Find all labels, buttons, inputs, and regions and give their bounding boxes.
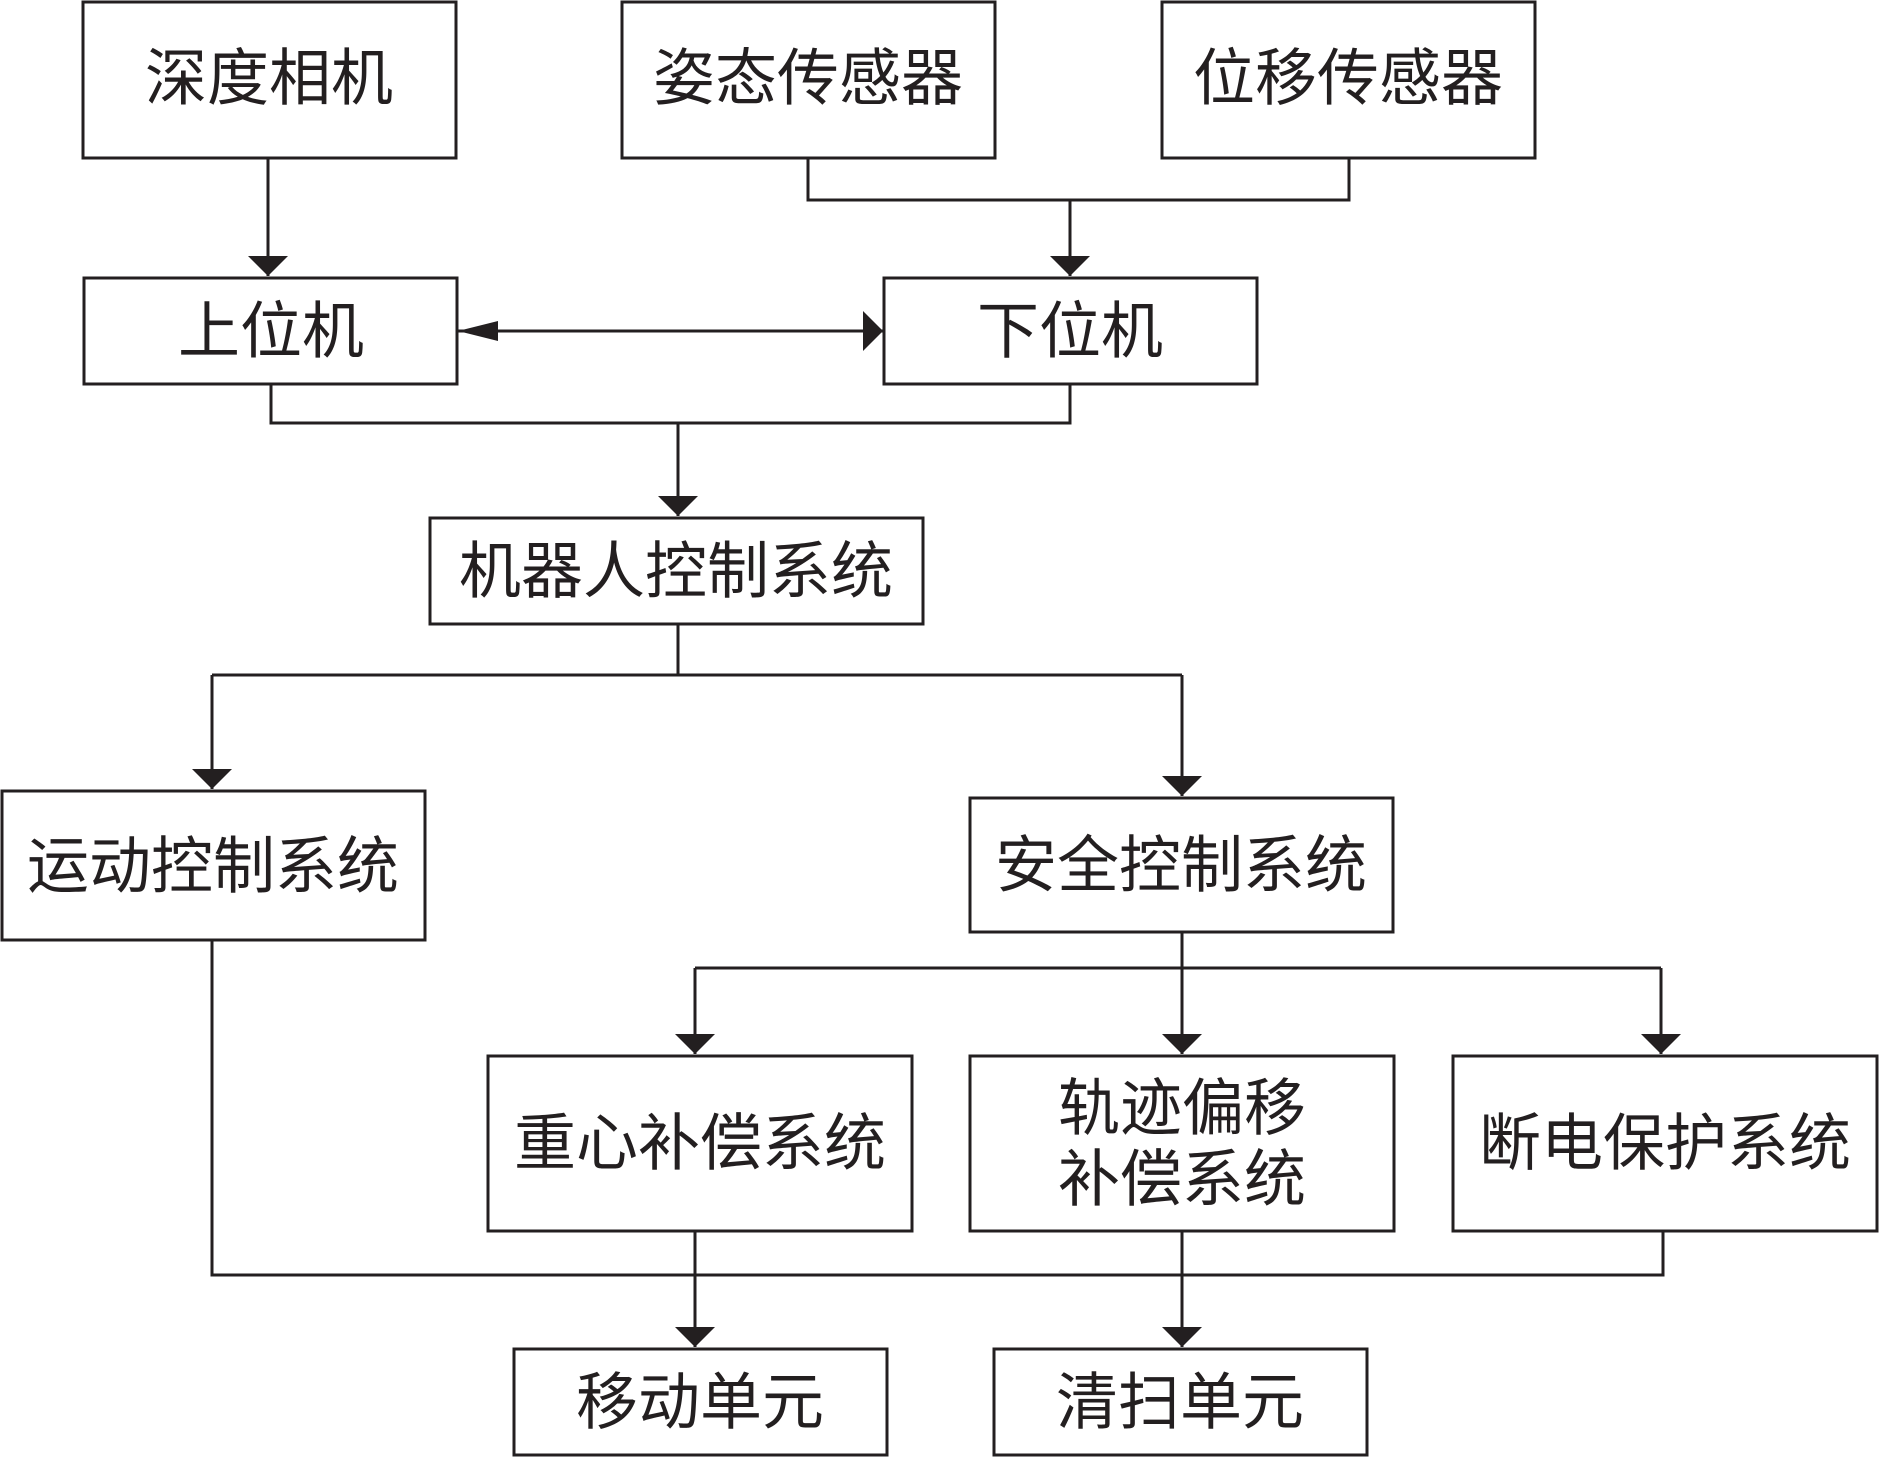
safety-control-system-box: 安全控制系统	[968, 796, 1395, 934]
displacement-sensor-label: 位移传感器	[1193, 42, 1503, 115]
lower-computer-box: 下位机	[882, 276, 1259, 386]
lower-computer-label: 下位机	[977, 295, 1163, 368]
power-off-protection-box: 断电保护系统	[1451, 1054, 1879, 1233]
attitude-sensor-box: 姿态传感器	[620, 0, 997, 160]
depth-camera-box: 深度相机	[81, 0, 458, 160]
upper-computer-box: 上位机	[82, 276, 459, 386]
trajectory-compensation-label-line2: 补偿系统	[1058, 1143, 1306, 1216]
robot-control-system-box: 机器人控制系统	[428, 516, 925, 626]
connector-computers-merge	[269, 384, 1072, 425]
gravity-compensation-box: 重心补偿系统	[486, 1054, 914, 1233]
upper-computer-label: 上位机	[178, 295, 364, 368]
motion-control-system-label: 运动控制系统	[27, 830, 399, 903]
trajectory-compensation-box: 轨迹偏移 补偿系统	[968, 1054, 1396, 1233]
trajectory-compensation-label-line1: 轨迹偏移	[1058, 1072, 1306, 1145]
connector-safety-branch	[695, 932, 1661, 970]
cleaning-unit-box: 清扫单元	[992, 1347, 1369, 1457]
robot-control-system-label: 机器人控制系统	[459, 535, 893, 608]
motion-control-system-box: 运动控制系统	[0, 789, 427, 942]
attitude-sensor-label: 姿态传感器	[653, 42, 963, 115]
connector-sensors-merge	[806, 158, 1351, 202]
moving-unit-box: 移动单元	[512, 1347, 889, 1457]
power-off-protection-label: 断电保护系统	[1479, 1107, 1851, 1180]
safety-control-system-label: 安全控制系统	[995, 829, 1367, 902]
displacement-sensor-box: 位移传感器	[1160, 0, 1537, 160]
depth-camera-label: 深度相机	[145, 42, 393, 115]
cleaning-unit-label: 清扫单元	[1056, 1366, 1304, 1439]
moving-unit-label: 移动单元	[576, 1366, 824, 1439]
connector-robot-control-branch	[212, 624, 1182, 677]
gravity-compensation-label: 重心补偿系统	[514, 1107, 886, 1180]
connector-bottom-collector	[210, 940, 1665, 1277]
